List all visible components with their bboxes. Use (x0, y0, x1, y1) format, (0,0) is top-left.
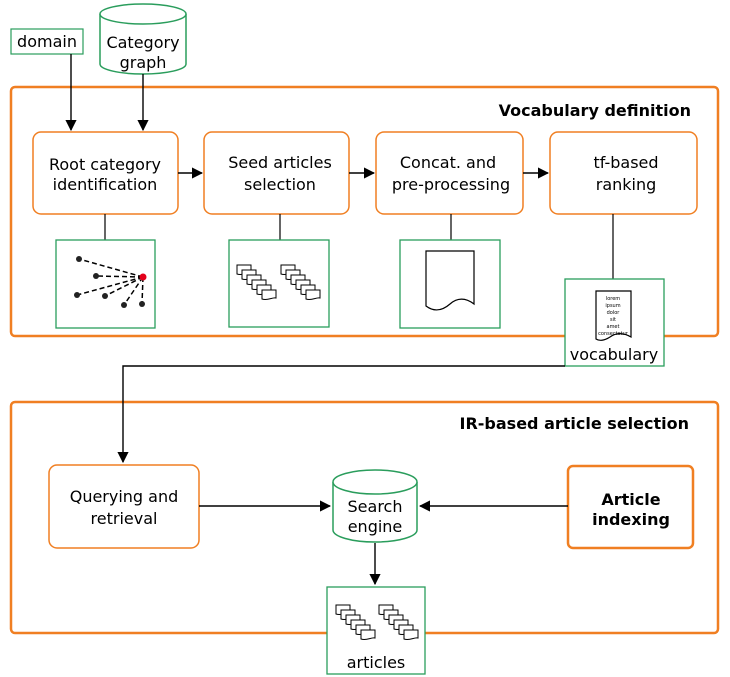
step-tf-ranking-line2: ranking (596, 175, 657, 194)
articles-label: articles (347, 653, 406, 672)
step-tf-ranking: tf-based ranking (549, 131, 698, 215)
vocabulary-output: lorem ipsum dolor sit amet consectetur v… (564, 278, 665, 367)
articles-output: articles (326, 586, 426, 675)
domain-label: domain (17, 32, 77, 51)
ir-selection-title: IR-based article selection (460, 414, 689, 433)
lorem-word-1: lorem (606, 296, 620, 302)
step-seed-articles-line2: selection (244, 175, 316, 194)
root-category-graph-icon (55, 239, 156, 329)
lorem-word-3: dolor (607, 310, 621, 316)
document-icon (399, 239, 501, 329)
step-root-category-line1: Root category (49, 155, 161, 174)
article-indexing-line2: indexing (592, 510, 670, 529)
search-engine-cylinder: Search engine (332, 469, 418, 543)
step-root-category: Root category identification (32, 131, 179, 215)
querying-line2: retrieval (91, 509, 158, 528)
article-indexing-box: Article indexing (566, 464, 695, 550)
step-tf-ranking-line1: tf-based (593, 153, 658, 172)
step-concat: Concat. and pre-processing (375, 131, 524, 215)
querying-line1: Querying and (70, 487, 179, 506)
category-graph-cylinder: Category graph (99, 3, 187, 75)
domain-input: domain (10, 28, 84, 55)
step-root-category-line2: identification (53, 175, 158, 194)
lorem-word-4: sit (610, 317, 616, 323)
vocabulary-definition-panel: Vocabulary definition (9, 85, 720, 338)
vocabulary-label: vocabulary (570, 345, 658, 364)
search-engine-line2: engine (348, 517, 403, 536)
seed-articles-icon (228, 239, 330, 328)
step-concat-line2: pre-processing (392, 175, 510, 194)
vocabulary-definition-title: Vocabulary definition (499, 101, 691, 120)
step-seed-articles: Seed articles selection (203, 131, 350, 215)
category-graph-label-1: Category (106, 33, 179, 52)
category-graph-label-2: graph (120, 53, 167, 72)
vocabulary-to-querying-arrow (117, 365, 565, 464)
article-indexing-line1: Article (601, 490, 660, 509)
step-concat-line1: Concat. and (400, 153, 496, 172)
lorem-word-2: ipsum (605, 303, 620, 309)
vocabulary-document-icon (595, 290, 632, 341)
step-seed-articles-line1: Seed articles (228, 153, 332, 172)
search-engine-line1: Search (348, 497, 403, 516)
lorem-word-6: consectetur (598, 331, 629, 337)
querying-retrieval-box: Querying and retrieval (48, 464, 200, 549)
lorem-word-5: amet (607, 324, 620, 330)
